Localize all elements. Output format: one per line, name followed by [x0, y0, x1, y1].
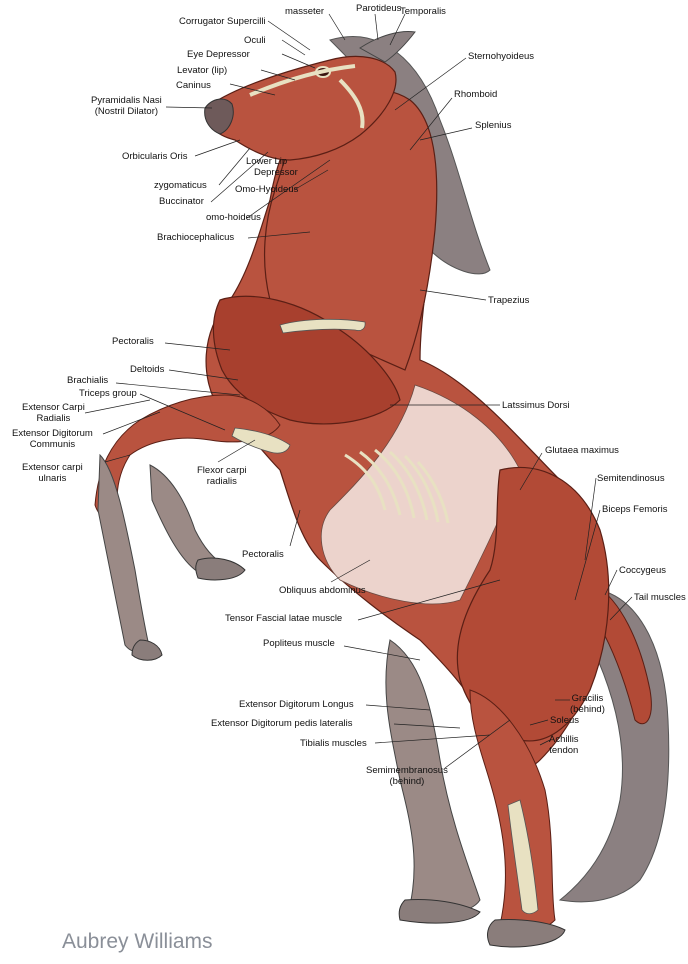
label-semimembranosus: Semimembranosus (behind) [366, 765, 448, 787]
label-ext-carpi-radialis-line1: Extensor Carpi [22, 402, 85, 413]
label-ext-carpi-radialis: Extensor Carpi Radialis [22, 402, 85, 424]
label-flexor-carpi-line2: radialis [197, 476, 247, 487]
label-coccygeus: Coccygeus [619, 565, 666, 576]
label-flexor-carpi-line1: Flexor carpi [197, 465, 247, 476]
label-ext-carpi-ulnaris: Extensor carpi ulnaris [22, 462, 83, 484]
label-omo-hoideus: omo-hoideus [206, 212, 261, 223]
label-lower-lip-line1: Lower Lip [246, 156, 298, 167]
label-ext-dig-pedis: Extensor Digitorum pedis lateralis [211, 718, 353, 729]
artist-signature: Aubrey Williams [62, 930, 213, 954]
label-eye-depressor: Eye Depressor [187, 49, 250, 60]
label-rhomboid: Rhomboid [454, 89, 497, 100]
label-levator: Levator (lip) [177, 65, 227, 76]
label-masseter: masseter [285, 6, 324, 17]
label-brachiocephalicus: Brachiocephalicus [157, 232, 234, 243]
label-temporalis: Temporalis [400, 6, 446, 17]
label-caninus: Caninus [176, 80, 211, 91]
label-ext-dig-communis: Extensor Digitorum Communis [12, 428, 93, 450]
label-flexor-carpi: Flexor carpi radialis [197, 465, 247, 487]
label-semitendinosus: Semitendinosus [597, 473, 665, 484]
label-obliquus: Obliquus abdominus [279, 585, 366, 596]
label-gracilis: Gracilis (behind) [570, 693, 605, 715]
label-lower-lip-line2: Depressor [246, 167, 298, 178]
label-achillis: Achillis tendon [549, 734, 579, 756]
label-glutaea: Glutaea maximus [545, 445, 619, 456]
label-sternohyoideus: Sternohyoideus [468, 51, 534, 62]
label-oculi: Oculi [244, 35, 266, 46]
label-tibialis: Tibialis muscles [300, 738, 367, 749]
label-pyramidalis-line2: (Nostril Dilator) [91, 106, 162, 117]
label-orbicularis: Orbicularis Oris [122, 151, 187, 162]
label-lower-lip: Lower Lip Depressor [246, 156, 298, 178]
label-achillis-line2: tendon [549, 745, 579, 756]
label-tail-muscles: Tail muscles [634, 592, 686, 603]
label-pyramidalis-line1: Pyramidalis Nasi [91, 95, 162, 106]
label-gracilis-line2: (behind) [570, 704, 605, 715]
label-ext-dig-communis-line1: Extensor Digitorum [12, 428, 93, 439]
label-biceps-femoris: Biceps Femoris [602, 504, 667, 515]
label-ext-carpi-ulnaris-line1: Extensor carpi [22, 462, 83, 473]
label-trapezius: Trapezius [488, 295, 529, 306]
label-tensor: Tensor Fascial latae muscle [225, 613, 342, 624]
label-splenius: Splenius [475, 120, 511, 131]
label-omo-hyoideus: Omo-Hyoideus [235, 184, 298, 195]
label-ext-carpi-ulnaris-line2: ulnaris [22, 473, 83, 484]
label-deltoids: Deltoids [130, 364, 164, 375]
label-semimembranosus-line2: (behind) [366, 776, 448, 787]
label-gracilis-line1: Gracilis [570, 693, 605, 704]
label-achillis-line1: Achillis [549, 734, 579, 745]
label-pectoralis-upper: Pectoralis [112, 336, 154, 347]
label-pectoralis-lower: Pectoralis [242, 549, 284, 560]
label-buccinator: Buccinator [159, 196, 204, 207]
label-zygomaticus: zygomaticus [154, 180, 207, 191]
label-latissimus: Latssimus Dorsi [502, 400, 570, 411]
label-brachialis: Brachialis [67, 375, 108, 386]
front-hoof-far [196, 558, 245, 580]
label-soleus: Soleus [550, 715, 579, 726]
label-semimembranosus-line1: Semimembranosus [366, 765, 448, 776]
label-triceps: Triceps group [79, 388, 137, 399]
label-parotideus: Parotideus [356, 3, 401, 14]
label-popliteus: Popliteus muscle [263, 638, 335, 649]
hind-hoof [488, 919, 565, 946]
front-hoof-near [132, 640, 162, 660]
label-ext-dig-longus: Extensor Digitorum Longus [239, 699, 354, 710]
near-foreleg [95, 395, 280, 517]
label-ext-dig-communis-line2: Communis [12, 439, 93, 450]
label-pyramidalis: Pyramidalis Nasi (Nostril Dilator) [91, 95, 162, 117]
near-cannon [98, 455, 150, 652]
label-ext-carpi-radialis-line2: Radialis [22, 413, 85, 424]
label-corrugator: Corrugator Supercilli [179, 16, 266, 27]
